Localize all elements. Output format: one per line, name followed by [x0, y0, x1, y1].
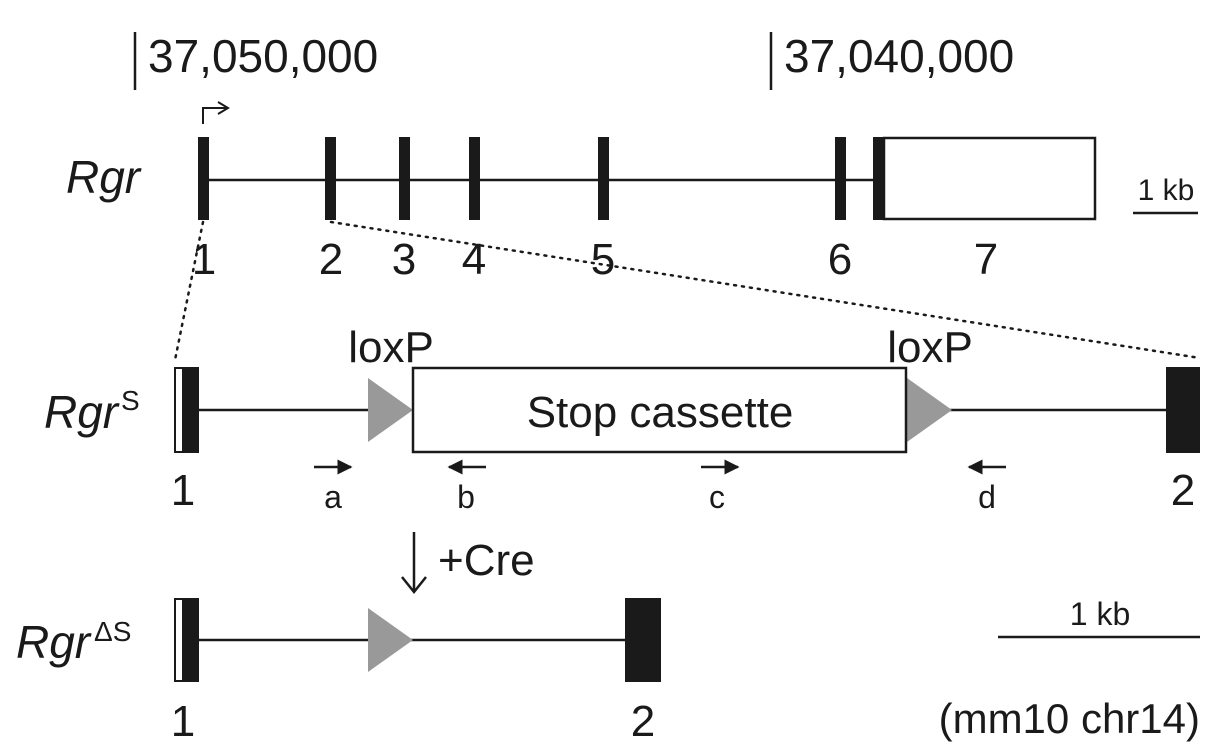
primer-d-label: d — [978, 479, 996, 515]
stop-allele-gene-name: Rgr — [44, 386, 120, 438]
deleted-allele-scale-label: 1 kb — [1070, 596, 1130, 632]
exon-label-6: 6 — [828, 235, 852, 284]
exon-6 — [835, 137, 846, 220]
exon-label-5: 5 — [591, 235, 615, 284]
stop-allele-exon-label-2: 2 — [1171, 466, 1195, 515]
stop-cassette-box — [411, 366, 908, 454]
stop-allele-exon-1-utr — [174, 367, 184, 453]
zoom-line-left — [173, 220, 205, 362]
deleted-allele-exon-1-utr — [174, 598, 184, 682]
zoom-line-right — [329, 220, 1202, 360]
exon-label-2: 2 — [319, 235, 343, 284]
stop-allele-exon-label-1: 1 — [171, 466, 195, 515]
loxp-right-icon — [907, 378, 952, 442]
primer-b-label: b — [457, 479, 475, 515]
cre-recombination: +Cre — [401, 532, 535, 595]
deleted-allele-exon-label-2: 2 — [631, 697, 655, 746]
exon-1 — [198, 137, 209, 220]
wildtype-scale-label: 1 kb — [1138, 174, 1195, 207]
genome-assembly-label: (mm10 chr14) — [939, 695, 1200, 742]
deleted-allele: Rgr ΔS 1 2 1 kb — [16, 596, 1200, 746]
stop-allele: Rgr S loxP loxP Stop cassette 1 2 a b c … — [44, 323, 1200, 515]
coordinate-right: 37,040,000 — [769, 30, 1014, 90]
loxp-remaining-icon — [368, 608, 413, 672]
cre-label: +Cre — [438, 536, 535, 585]
deleted-allele-exon-2 — [625, 598, 661, 682]
wildtype-locus: Rgr 1 2 3 4 5 6 7 1 kb — [66, 101, 1198, 284]
exon-label-7: 7 — [974, 235, 998, 284]
loxp-right-label: loxP — [887, 323, 973, 372]
exon-7-utr — [882, 136, 1097, 221]
stop-allele-exon-1 — [184, 367, 199, 453]
exon-5 — [598, 137, 609, 220]
exon-4 — [469, 137, 480, 220]
exon-3 — [399, 137, 410, 220]
deleted-allele-superscript: ΔS — [94, 616, 131, 647]
exon-2 — [325, 137, 336, 220]
primer-c-label: c — [709, 479, 725, 515]
exon-7-coding — [873, 137, 884, 220]
exon-label-1: 1 — [192, 235, 216, 284]
coordinate-right-label: 37,040,000 — [784, 30, 1014, 82]
transcription-start-arrow-icon — [202, 107, 228, 124]
coordinate-left-label: 37,050,000 — [148, 30, 378, 82]
deleted-allele-exon-1 — [184, 598, 199, 682]
deleted-allele-gene-name: Rgr — [16, 616, 92, 668]
stop-cassette-label: Stop cassette — [527, 388, 794, 437]
loxp-left-label: loxP — [348, 323, 434, 372]
loxp-left-icon — [368, 378, 413, 442]
coordinate-left: 37,050,000 — [133, 30, 378, 90]
stop-allele-exon-2 — [1166, 367, 1200, 453]
stop-allele-superscript: S — [121, 385, 140, 416]
exon-label-3: 3 — [392, 235, 416, 284]
deleted-allele-exon-label-1: 1 — [171, 697, 195, 746]
primer-a-label: a — [324, 479, 342, 515]
wildtype-gene-name: Rgr — [66, 151, 142, 203]
